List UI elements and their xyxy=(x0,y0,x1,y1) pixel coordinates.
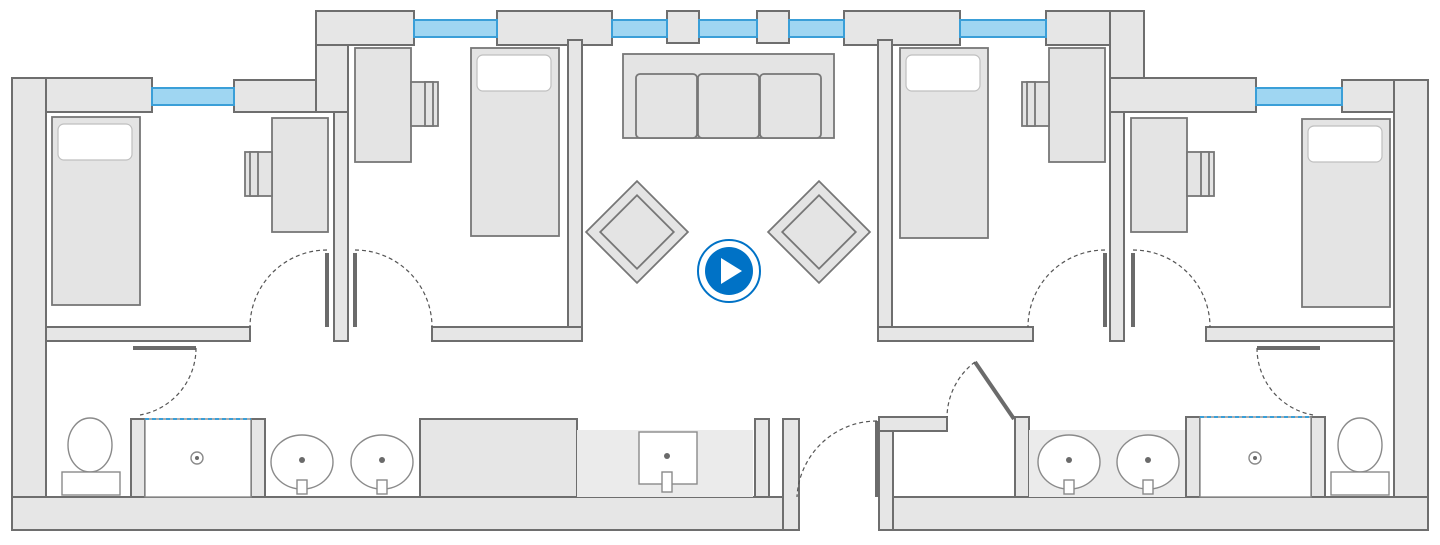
wall-right-closet-top xyxy=(878,416,948,432)
wall-right-bed2-south xyxy=(1205,326,1395,342)
armchair-left xyxy=(584,179,690,285)
wall-right-outer-east xyxy=(1393,79,1429,531)
desk-right-2 xyxy=(1130,117,1215,233)
pillow xyxy=(1307,125,1383,163)
wall-left-bed1-east xyxy=(333,111,349,342)
desk-left-1 xyxy=(244,117,329,233)
bed-left-1 xyxy=(51,116,141,306)
wall-left-top-b xyxy=(496,10,613,46)
window-left-2 xyxy=(413,19,498,38)
wall-right-outer-west-stub xyxy=(878,418,894,531)
doors xyxy=(133,249,1320,498)
kitchenette-sink xyxy=(638,431,698,493)
bed-right-1 xyxy=(899,47,989,239)
sink-left-2 xyxy=(350,434,414,495)
shower-left xyxy=(144,418,252,498)
toilet-right xyxy=(1330,417,1390,496)
sink-right-1 xyxy=(1037,434,1101,495)
shower-right xyxy=(1199,416,1312,498)
beds xyxy=(51,47,1391,308)
wall-left-bed2-east xyxy=(567,39,583,342)
window-center-mid xyxy=(698,19,758,38)
wall-left-bed2-south xyxy=(431,326,583,342)
sofa xyxy=(622,53,835,139)
pillow xyxy=(57,123,133,161)
wall-right-outer-top-a xyxy=(1109,77,1257,113)
wall-right-outer-south xyxy=(878,496,1429,531)
window-center-2 xyxy=(788,19,845,38)
wall-left-outer-west xyxy=(11,77,47,531)
bathroom-right xyxy=(1037,416,1390,498)
wall-right-bath-east xyxy=(1310,416,1326,498)
bed-right-2 xyxy=(1301,118,1391,308)
door-right-closet xyxy=(973,360,1016,421)
armchair-right xyxy=(766,179,872,285)
sink-right-2 xyxy=(1116,434,1180,495)
windows xyxy=(151,19,1343,106)
window-right-2 xyxy=(1255,87,1343,106)
wall-right-bed2-west xyxy=(1109,111,1125,342)
window-right-1 xyxy=(959,19,1047,38)
walls-left-unit xyxy=(11,10,800,531)
sink-left-1 xyxy=(270,434,334,495)
desk-right-1 xyxy=(1021,47,1106,163)
wall-top-pillar-a xyxy=(666,10,700,44)
bathroom-left xyxy=(61,417,698,498)
wall-left-outer-east-stub xyxy=(782,418,800,531)
wall-right-bed1-south xyxy=(877,326,1034,342)
play-button[interactable] xyxy=(697,239,761,303)
desks xyxy=(244,47,1215,233)
wall-left-bath-west xyxy=(130,418,146,498)
play-icon xyxy=(721,258,742,284)
wall-left-top-a xyxy=(315,10,415,46)
pillow xyxy=(476,54,552,92)
window-left-1 xyxy=(151,87,235,106)
wall-right-top-a xyxy=(843,10,961,46)
wall-right-bath-mid xyxy=(1185,416,1201,498)
wall-left-bed1-south xyxy=(45,326,251,342)
wall-left-kitchen-east xyxy=(754,418,770,498)
bed-left-2 xyxy=(470,47,560,237)
desk-left-2 xyxy=(354,47,439,163)
window-center-1 xyxy=(611,19,668,38)
wall-top-pillar-b xyxy=(756,10,790,44)
pillow xyxy=(905,54,981,92)
wall-left-vanity-block xyxy=(419,418,578,498)
wall-left-bath-mid xyxy=(250,418,266,498)
wall-right-closet-east xyxy=(1014,416,1030,498)
wall-right-bed1-west xyxy=(877,39,893,342)
toilet-left xyxy=(61,417,121,496)
wall-left-outer-south xyxy=(11,496,800,531)
